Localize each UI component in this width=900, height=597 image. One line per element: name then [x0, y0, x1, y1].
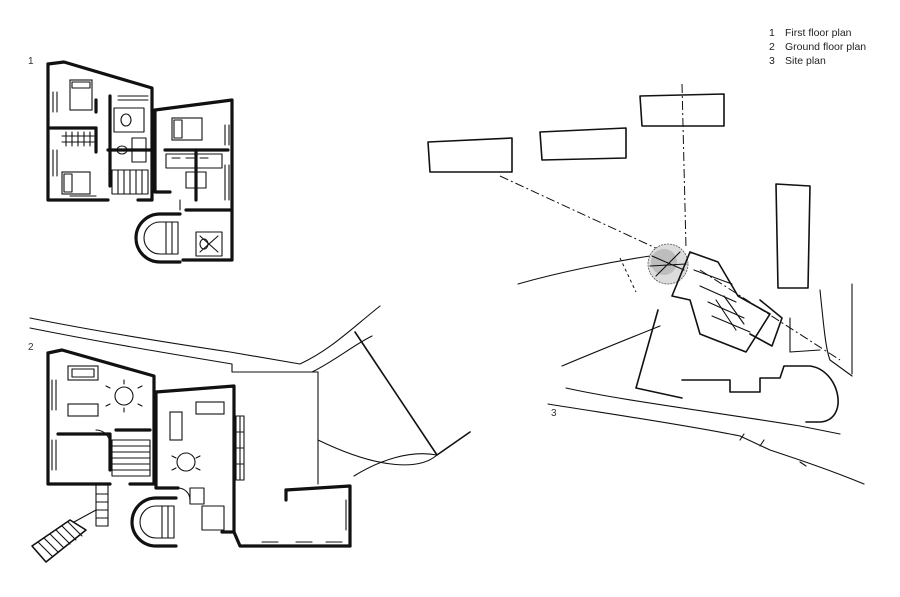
site-boundaries	[517, 255, 865, 485]
external-steps	[31, 483, 109, 563]
sight-lines	[499, 83, 841, 361]
ground-floor-furniture	[67, 365, 225, 531]
site-plan	[427, 83, 865, 485]
site-plan-number: 3	[551, 408, 557, 419]
first-floor-windows	[52, 91, 230, 201]
legend-item-2: 2 Ground floor plan	[769, 40, 866, 54]
first-floor-furniture	[61, 79, 223, 257]
double-bed	[69, 79, 93, 111]
first-floor-walls	[46, 60, 234, 262]
ground-floor-stair-turret	[130, 496, 178, 548]
first-floor-plan	[46, 60, 234, 264]
bathroom	[113, 107, 145, 133]
first-floor-plan-number: 1	[28, 56, 34, 67]
first-floor-stair	[61, 131, 149, 195]
neighbouring-buildings	[427, 93, 811, 289]
legend: 1 First floor plan 2 Ground floor plan 3…	[769, 26, 866, 68]
ground-floor-windows	[51, 379, 347, 543]
legend-label: First floor plan	[785, 27, 852, 39]
sofa	[67, 403, 99, 417]
legend-item-3: 3 Site plan	[769, 54, 866, 68]
round-table	[114, 386, 134, 406]
bed	[61, 171, 91, 195]
first-floor-stair-turret	[134, 212, 182, 264]
legend-number: 2	[769, 41, 775, 53]
house-footprint	[671, 251, 783, 353]
legend-number: 3	[769, 55, 775, 67]
armchair	[169, 411, 183, 441]
dining-table	[176, 452, 196, 472]
ground-floor-walls	[46, 348, 352, 548]
ground-floor-plan-number: 2	[28, 342, 34, 353]
bed	[171, 117, 203, 141]
legend-item-1: 1 First floor plan	[769, 26, 866, 40]
ground-floor-plan	[29, 305, 471, 563]
tree	[647, 243, 689, 285]
sofa	[195, 401, 225, 415]
legend-number: 1	[769, 27, 775, 39]
ground-floor-site-lines	[29, 305, 471, 485]
ground-floor-stair	[111, 439, 151, 477]
legend-label: Site plan	[785, 55, 826, 67]
legend-label: Ground floor plan	[785, 41, 867, 53]
